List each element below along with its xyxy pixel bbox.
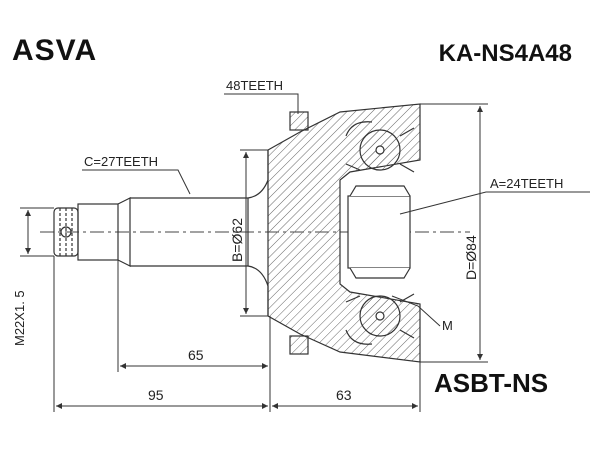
part-number: KA-NS4A48 [438, 40, 572, 67]
dim-d [420, 103, 488, 363]
diameter-b-label: B=Ø62 [229, 218, 245, 262]
shaft [130, 150, 269, 316]
inner-teeth-label: A=24TEETH [490, 176, 563, 191]
dim-95-label: 95 [148, 387, 164, 403]
leader-lines [82, 93, 590, 327]
dim-thread [20, 207, 54, 257]
diameter-d-label: D=Ø84 [463, 235, 479, 280]
product-code: ASBT-NS [434, 368, 549, 398]
threaded-end [53, 197, 131, 267]
thread-label: M22X1. 5 [12, 290, 27, 346]
shaft-teeth-label: C=27TEETH [84, 154, 158, 169]
brand-title: ASVA [12, 34, 98, 67]
dim-65-label: 65 [188, 347, 204, 363]
dim-horizontal [53, 256, 421, 412]
marker-m-label: M [442, 318, 453, 333]
outer-teeth-label: 48TEETH [226, 78, 283, 93]
inner-race [345, 121, 415, 345]
dim-b [240, 149, 268, 317]
dim-63-label: 63 [336, 387, 352, 403]
